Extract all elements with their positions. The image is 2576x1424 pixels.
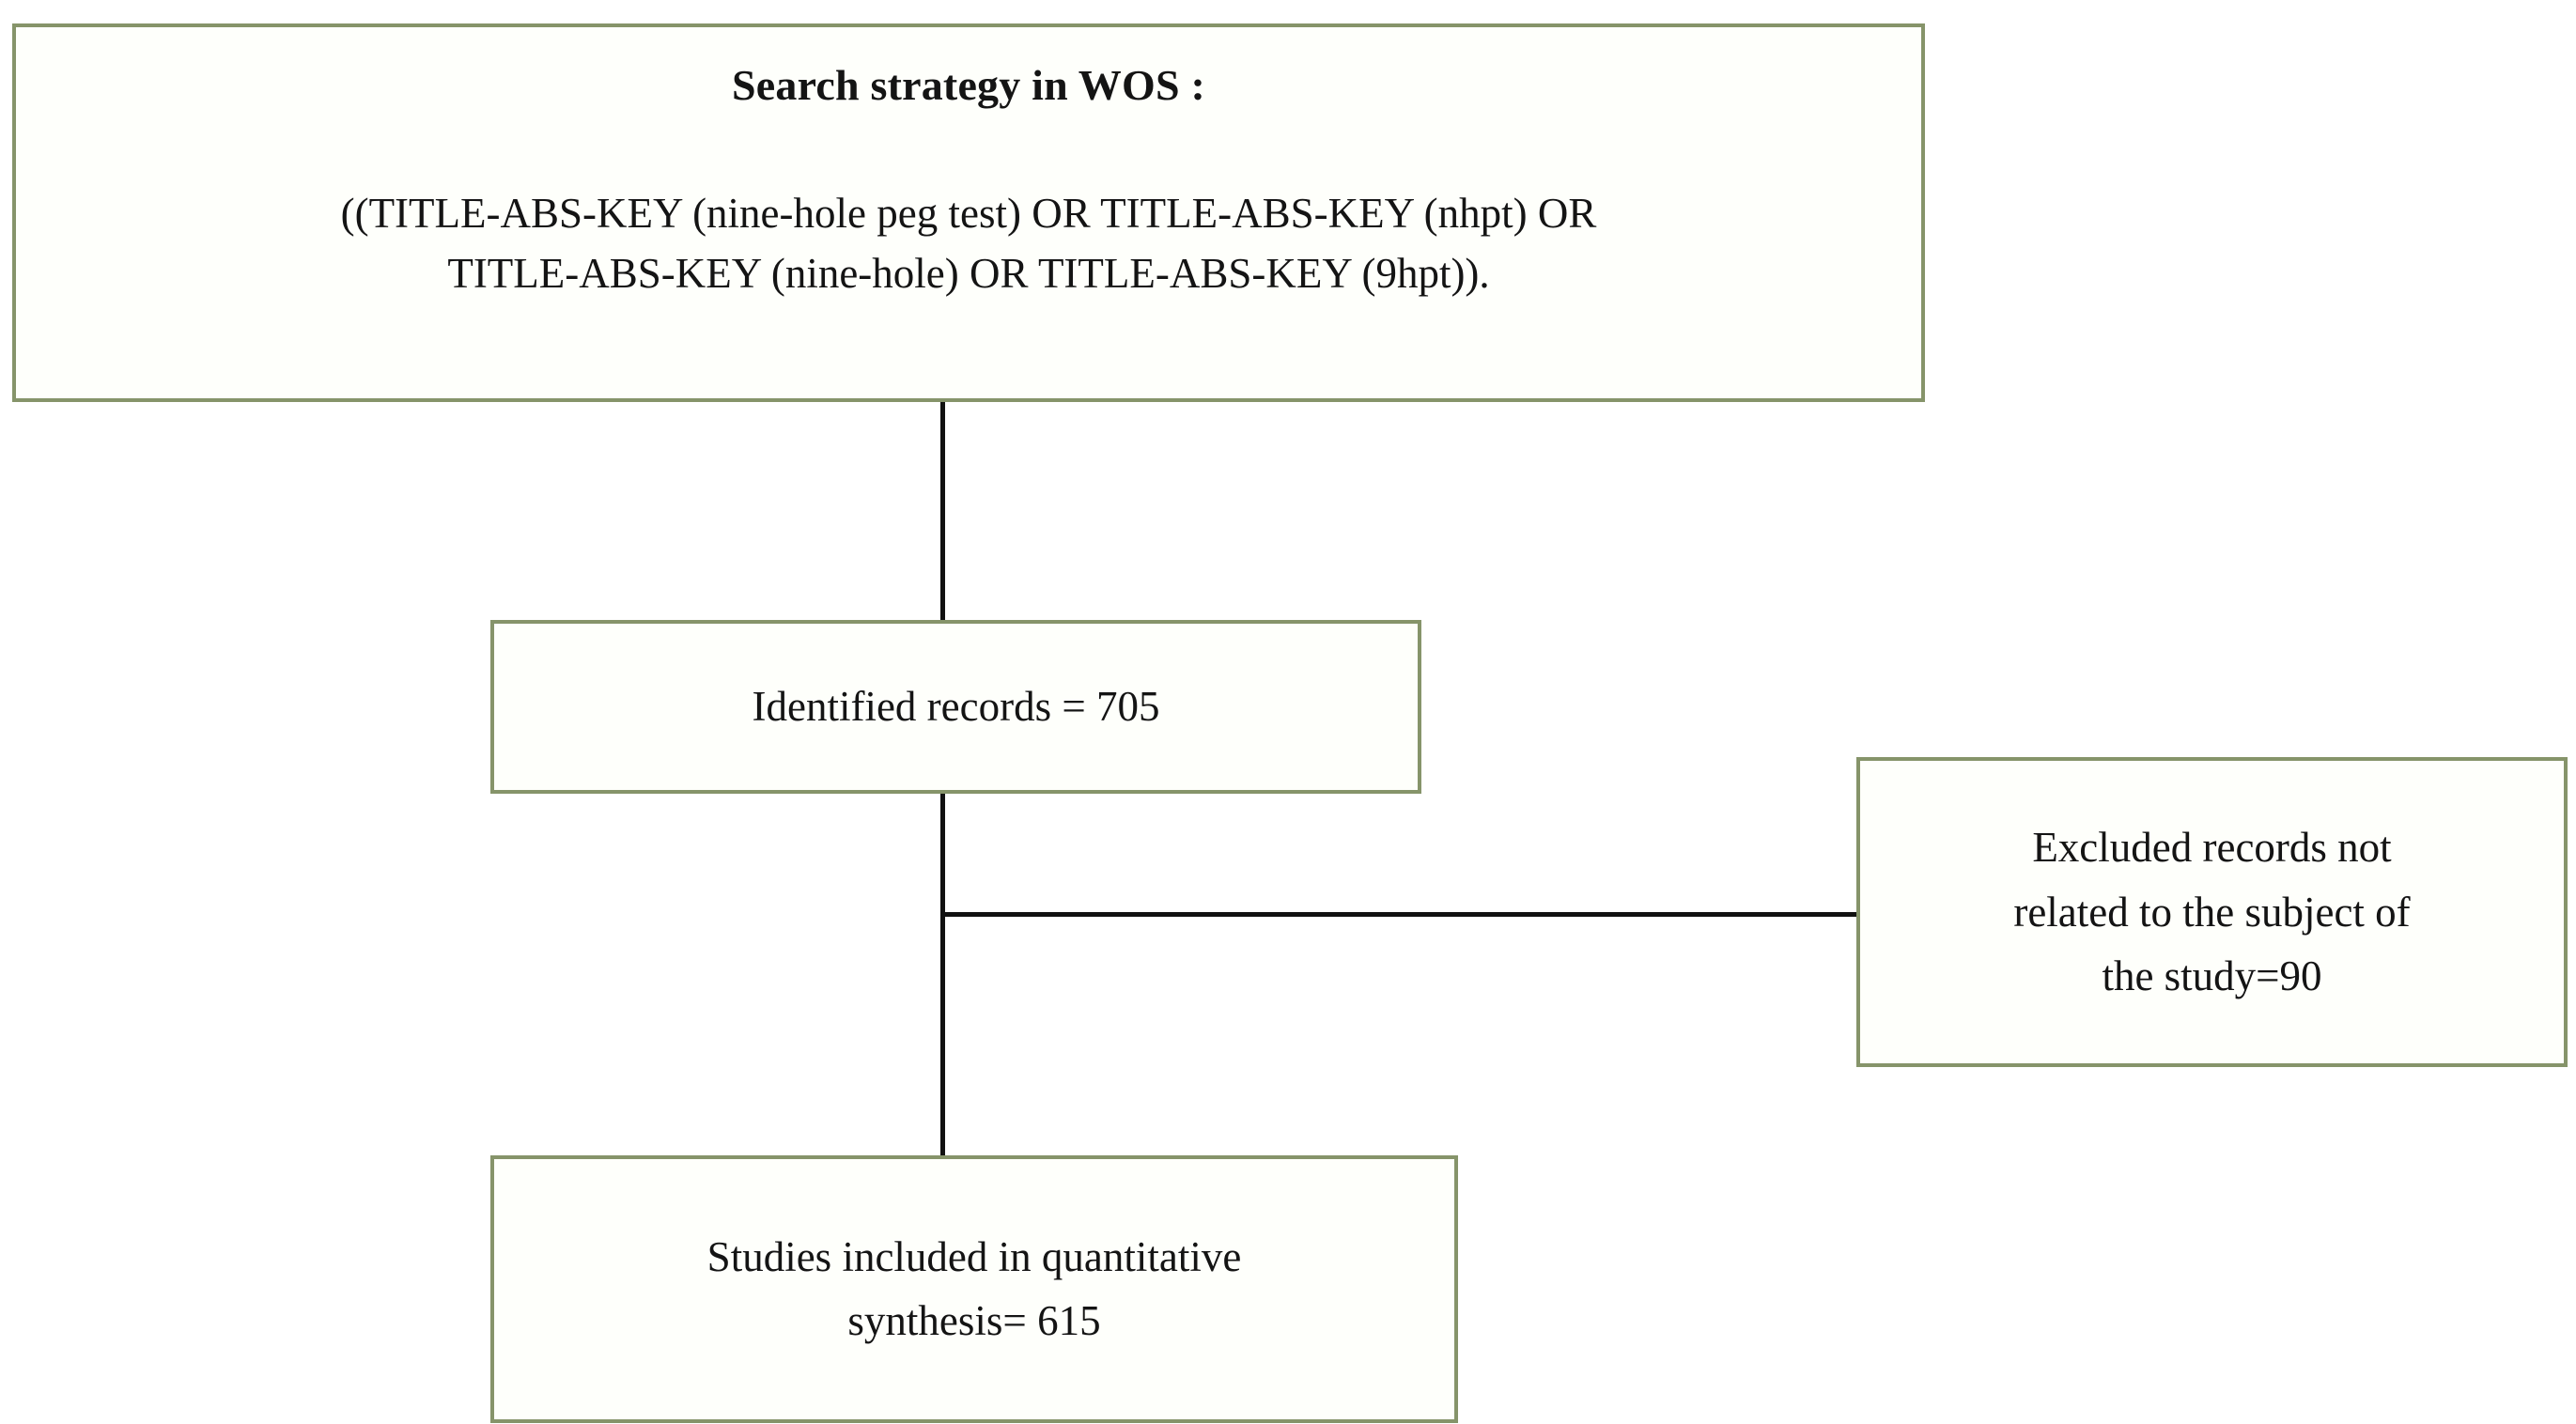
search-query-line-2: TITLE-ABS-KEY (nine-hole) OR TITLE-ABS-K… [447,249,1490,297]
connector-identified-to-included [940,794,945,1155]
connector-search-to-identified [940,402,945,620]
excluded-records-box: Excluded records not related to the subj… [1856,757,2568,1067]
search-strategy-box: Search strategy in WOS : ((TITLE-ABS-KEY… [12,23,1925,402]
included-studies-line-1: Studies included in quantitative [706,1233,1242,1280]
search-strategy-query: ((TITLE-ABS-KEY (nine-hole peg test) OR … [40,184,1897,304]
included-studies-box: Studies included in quantitative synthes… [490,1155,1458,1423]
excluded-records-line-1: Excluded records not [2032,824,2392,872]
excluded-records-line-2: related to the subject of [2013,888,2411,936]
search-query-line-1: ((TITLE-ABS-KEY (nine-hole peg test) OR … [340,189,1597,237]
identified-records-label: Identified records = 705 [752,683,1160,731]
excluded-records-line-3: the study=90 [2102,952,2322,1000]
connector-identified-to-excluded [940,912,1858,917]
included-studies-line-2: synthesis= 615 [847,1296,1101,1344]
search-strategy-title: Search strategy in WOS : [732,61,1205,109]
identified-records-box: Identified records = 705 [490,620,1421,794]
